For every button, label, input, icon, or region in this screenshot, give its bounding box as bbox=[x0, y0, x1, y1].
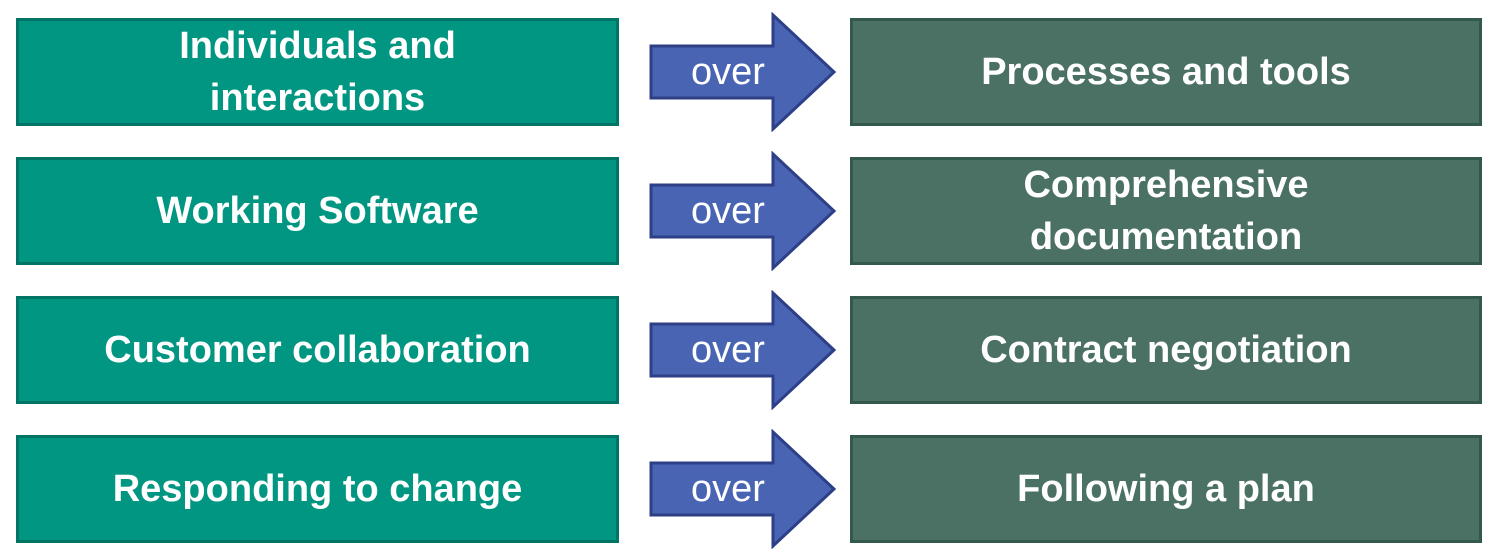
less-valued-box: Following a plan bbox=[850, 435, 1482, 543]
less-valued-box: Contract negotiation bbox=[850, 296, 1482, 404]
less-valued-label: Comprehensive documentation bbox=[1023, 164, 1309, 258]
less-valued-label: Contract negotiation bbox=[980, 329, 1352, 371]
less-valued-box: Processes and tools bbox=[850, 18, 1482, 126]
over-arrow: over bbox=[648, 151, 838, 271]
over-arrow: over bbox=[648, 12, 838, 132]
over-arrow: over bbox=[648, 290, 838, 410]
preferred-value-box: Individuals and interactions bbox=[16, 18, 619, 126]
value-row: Working Software over Comprehensive docu… bbox=[0, 151, 1506, 275]
preferred-value-box: Working Software bbox=[16, 157, 619, 265]
preferred-value-label: Individuals and interactions bbox=[179, 25, 456, 119]
preferred-value-label: Customer collaboration bbox=[104, 329, 531, 371]
less-valued-label: Following a plan bbox=[1017, 468, 1315, 510]
right-arrow-icon bbox=[649, 12, 837, 132]
value-row: Responding to change over Following a pl… bbox=[0, 429, 1506, 553]
over-arrow: over bbox=[648, 429, 838, 549]
arrow-label: over bbox=[691, 328, 765, 371]
arrow-label: over bbox=[691, 467, 765, 510]
less-valued-box: Comprehensive documentation bbox=[850, 157, 1482, 265]
right-arrow-icon bbox=[649, 290, 837, 410]
right-arrow-icon bbox=[649, 429, 837, 549]
arrow-label: over bbox=[691, 50, 765, 93]
preferred-value-label: Responding to change bbox=[112, 468, 523, 510]
preferred-value-label: Working Software bbox=[156, 190, 479, 232]
less-valued-label: Processes and tools bbox=[981, 51, 1351, 93]
arrow-label: over bbox=[691, 189, 765, 232]
value-row: Customer collaboration over Contract neg… bbox=[0, 290, 1506, 414]
preferred-value-box: Responding to change bbox=[16, 435, 619, 543]
value-row: Individuals and interactions over Proces… bbox=[0, 12, 1506, 136]
preferred-value-box: Customer collaboration bbox=[16, 296, 619, 404]
right-arrow-icon bbox=[649, 151, 837, 271]
